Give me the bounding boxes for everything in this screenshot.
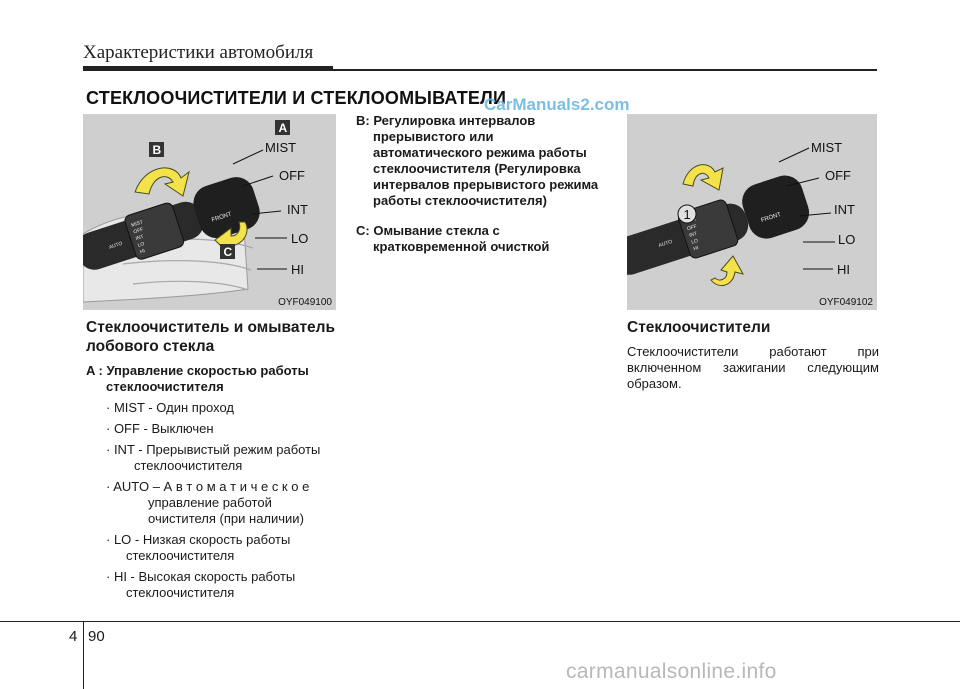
stalk-label-hi: HI bbox=[693, 245, 700, 252]
bullet-auto-cont2: очистителя (при наличии) bbox=[148, 511, 304, 526]
figure-wiper-stalk-positions: FRONT MIST OFF INT LO HI AUTO 1 MIST OFF… bbox=[627, 114, 877, 310]
position-label-lo: LO bbox=[838, 232, 855, 247]
position-label-mist: MIST bbox=[811, 140, 842, 155]
bullet-lo-cont: стеклоочистителя bbox=[126, 548, 235, 563]
stalk-label-hi: HI bbox=[139, 248, 146, 255]
position-label-int: INT bbox=[287, 202, 308, 217]
stalk-end bbox=[742, 175, 810, 239]
bullet-hi: · HI - Высокая скорость работы bbox=[106, 569, 296, 584]
badge-b-label: B bbox=[153, 143, 162, 157]
finger-3 bbox=[132, 280, 249, 291]
stalk-label-mist: MIST bbox=[131, 219, 144, 228]
pointer-line-off bbox=[242, 175, 274, 187]
pointer-line-mist bbox=[778, 147, 810, 163]
pointer-line-int bbox=[798, 212, 832, 217]
bullet-lo: · LO - Низкая скорость работы bbox=[106, 532, 291, 547]
finger-2 bbox=[122, 260, 252, 271]
figure-wiper-stalk-controls: FRONT MIST OFF INT LO HI AUTO MIST OFF I… bbox=[83, 114, 336, 310]
stalk-ring bbox=[124, 202, 185, 260]
bullet-auto: · AUTO – А в т о м а т и ч е с к о е bbox=[106, 479, 310, 494]
header-rule-thick bbox=[83, 66, 333, 71]
right-paragraph: Стеклоочистители работают при включенном… bbox=[627, 344, 879, 391]
figure-code-right: OYF049102 bbox=[819, 297, 873, 308]
chapter-number: 4 bbox=[69, 628, 78, 645]
page-number: 90 bbox=[88, 628, 105, 645]
stalk-label-lo: LO bbox=[137, 241, 145, 249]
bullet-mist: · MIST - Один проход bbox=[106, 400, 235, 415]
right-heading: Стеклоочистители bbox=[627, 319, 771, 336]
bullet-int: · INT - Прерывистый режим работы bbox=[106, 442, 321, 457]
stalk-label-auto: AUTO bbox=[108, 241, 123, 251]
watermark-bottom: carmanualsonline.info bbox=[566, 660, 777, 683]
left-column: Стеклоочиститель и омыватель лобового ст… bbox=[86, 318, 336, 601]
badge-a bbox=[275, 120, 290, 135]
item-c: C: Омывание стекла с кратковременной очи… bbox=[356, 223, 550, 254]
position-label-off: OFF bbox=[825, 168, 851, 183]
stalk-label-auto: AUTO bbox=[658, 239, 673, 249]
watermark-top: CarManuals2.com bbox=[484, 95, 630, 114]
badge-c bbox=[220, 244, 235, 259]
rotate-arrow-icon bbox=[134, 167, 190, 197]
bullet-off: · OFF - Выключен bbox=[106, 421, 214, 436]
marker-label: 1 bbox=[684, 207, 691, 222]
rotate-up-arrow-icon bbox=[682, 164, 724, 191]
pointer-line-off bbox=[786, 177, 820, 187]
bullet-int-cont: стеклоочистителя bbox=[134, 458, 243, 473]
footer-vertical-rule bbox=[83, 621, 84, 689]
stalk-label-int: INT bbox=[135, 234, 145, 242]
item-b: B: Регулировка интервалов прерывистого и… bbox=[356, 113, 599, 208]
stalk-label-int: INT bbox=[688, 231, 698, 239]
left-heading: Стеклоочиститель и омыватель лобового ст… bbox=[86, 319, 336, 355]
footer-rule bbox=[0, 621, 960, 622]
section-title: СТЕКЛООЧИСТИТЕЛИ И СТЕКЛООМЫВАТЕЛИ bbox=[86, 88, 507, 108]
badge-a-label: A bbox=[279, 121, 288, 135]
bullet-auto-cont: управление работой bbox=[148, 495, 272, 510]
position-label-int: INT bbox=[834, 202, 855, 217]
position-label-hi: HI bbox=[837, 262, 850, 277]
position-label-hi: HI bbox=[291, 262, 304, 277]
stalk-label-off: OFF bbox=[686, 224, 697, 233]
wiper-stalk-illustration: FRONT MIST OFF INT LO HI AUTO MIST OFF I… bbox=[83, 120, 308, 303]
badge-b bbox=[149, 142, 164, 157]
position-label-lo: LO bbox=[291, 231, 308, 246]
header-rule-thin bbox=[333, 69, 877, 71]
figure-code-left: OYF049100 bbox=[278, 297, 332, 308]
stalk-label-off: OFF bbox=[133, 227, 144, 236]
badge-c-label: C bbox=[224, 245, 233, 259]
stalk-label-lo: LO bbox=[691, 238, 699, 246]
header-title: Характеристики автомобиля bbox=[83, 42, 314, 63]
pointer-line-int bbox=[250, 210, 282, 215]
rotate-down-arrow-icon bbox=[710, 255, 744, 287]
item-a: A : Управление скоростью работы стеклооч… bbox=[86, 363, 309, 394]
position-label-off: OFF bbox=[279, 168, 305, 183]
pointer-line-mist bbox=[232, 149, 264, 165]
right-column: Стеклоочистители Стеклоочистители работа… bbox=[627, 318, 879, 392]
marker-circle bbox=[677, 204, 697, 224]
bullet-hi-cont: стеклоочистителя bbox=[126, 585, 235, 600]
wiper-stalk-illustration-right: FRONT MIST OFF INT LO HI AUTO 1 MIST OFF… bbox=[627, 140, 855, 287]
position-label-mist: MIST bbox=[265, 140, 296, 155]
mid-column: B: Регулировка интервалов прерывистого и… bbox=[356, 113, 606, 269]
